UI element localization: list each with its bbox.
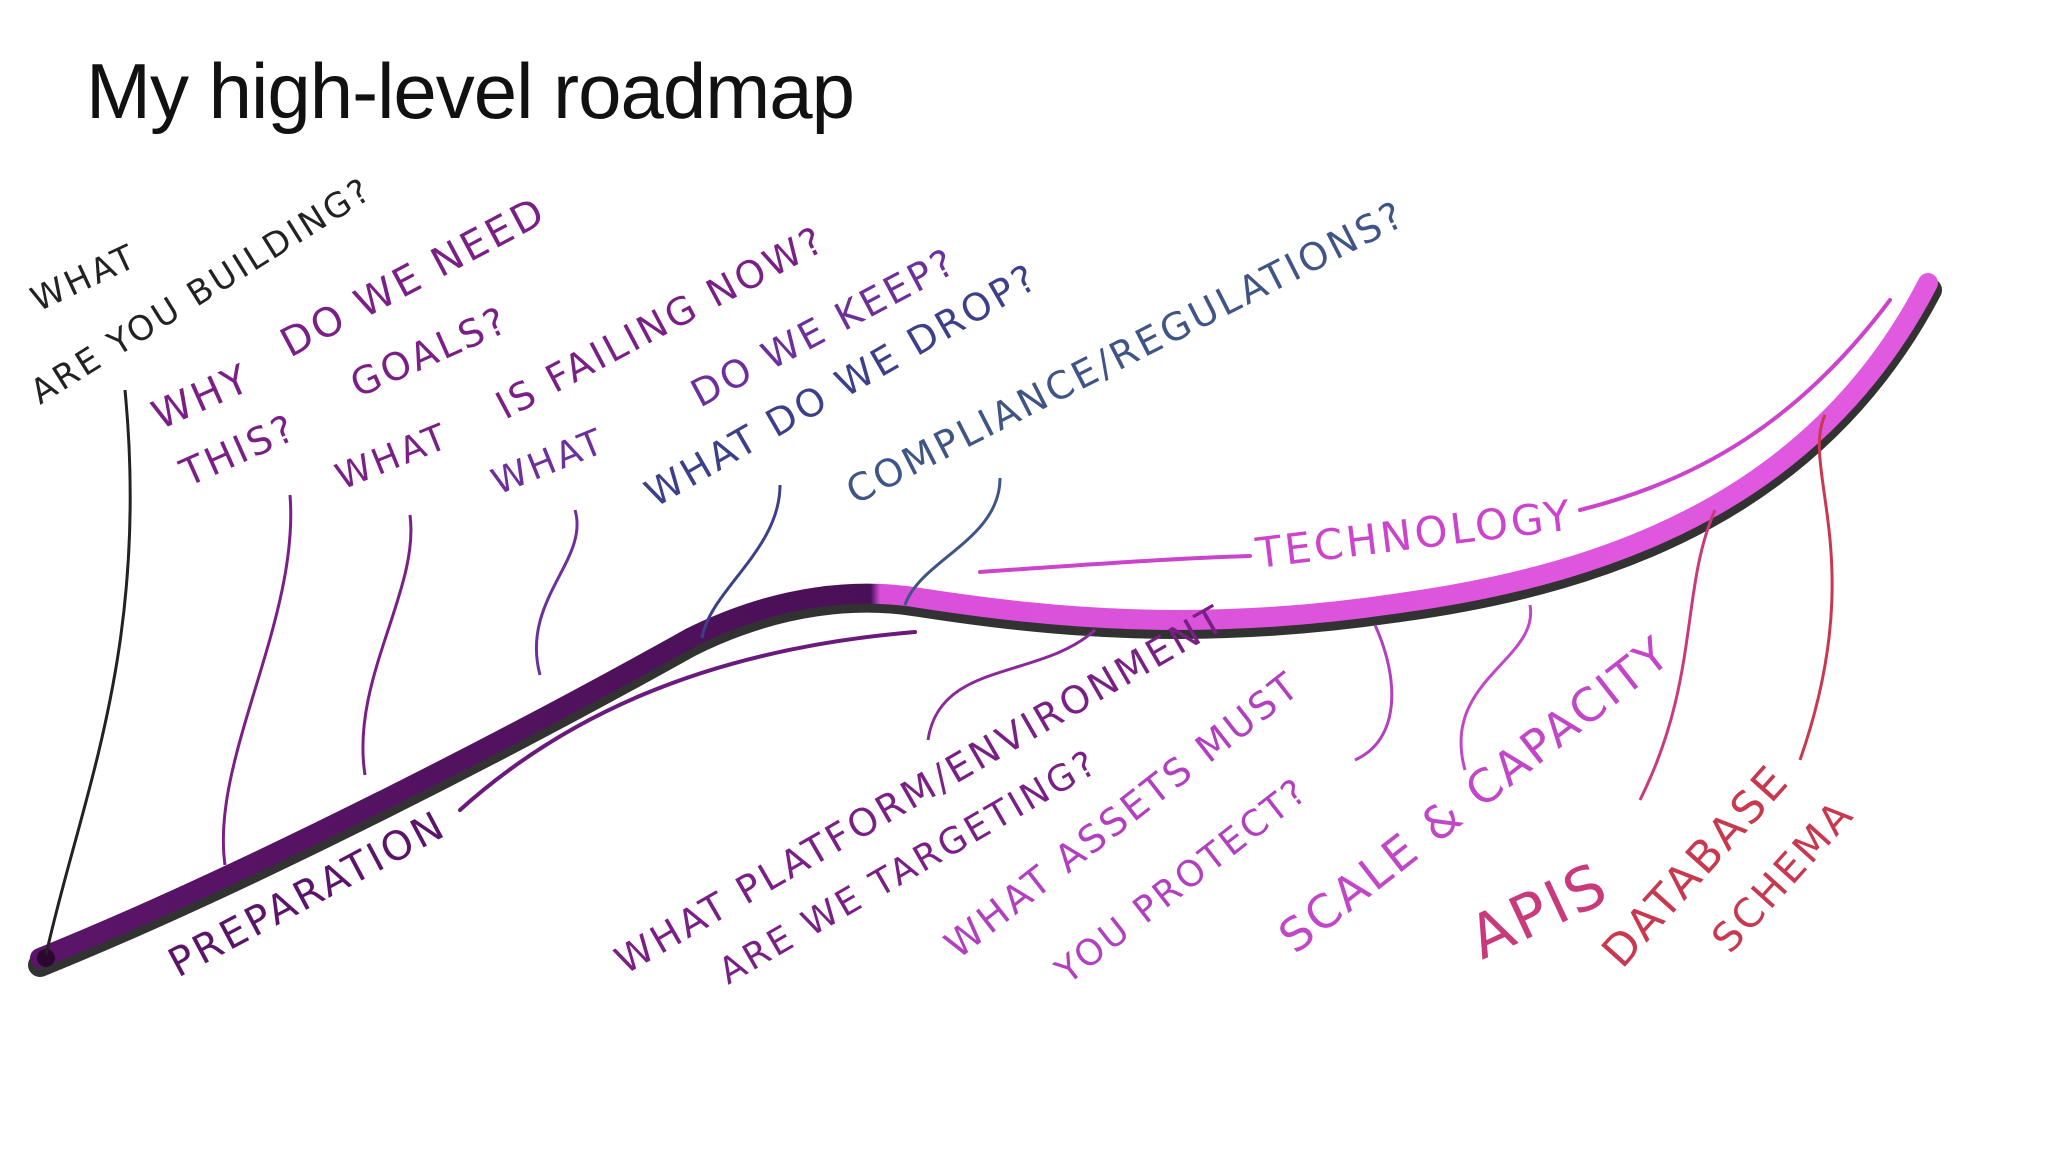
start-dot-marker	[37, 949, 55, 967]
preparation-phase-stroke	[458, 630, 917, 812]
connector-what-building	[44, 389, 132, 956]
connector-drop	[700, 484, 782, 639]
connector-keep	[534, 509, 579, 676]
connector-apis	[1638, 509, 1717, 801]
connector-scale	[1459, 604, 1533, 771]
question-keep-line1: WHAT	[486, 421, 611, 503]
connector-platform	[926, 628, 1097, 741]
question-what-building-line1: WHAT	[25, 236, 144, 320]
slide-title: My high-level roadmap	[86, 47, 855, 135]
connector-failing	[361, 514, 413, 776]
technology-label: TECHNOLOGY	[1252, 490, 1575, 578]
technology-phase-stroke-left	[978, 554, 1252, 574]
connector-why	[221, 494, 293, 866]
topic-assets-line2: YOU PROTECT?	[1048, 770, 1317, 993]
question-failing-line1: WHAT	[330, 416, 455, 498]
connector-assets	[1354, 624, 1394, 762]
connector-database	[1798, 414, 1834, 761]
roadmap-line	[28, 273, 1942, 977]
topic-apis: APIS	[1459, 849, 1620, 974]
technology-phase-stroke-right	[1578, 298, 1892, 512]
connector-compliance	[903, 477, 1002, 606]
